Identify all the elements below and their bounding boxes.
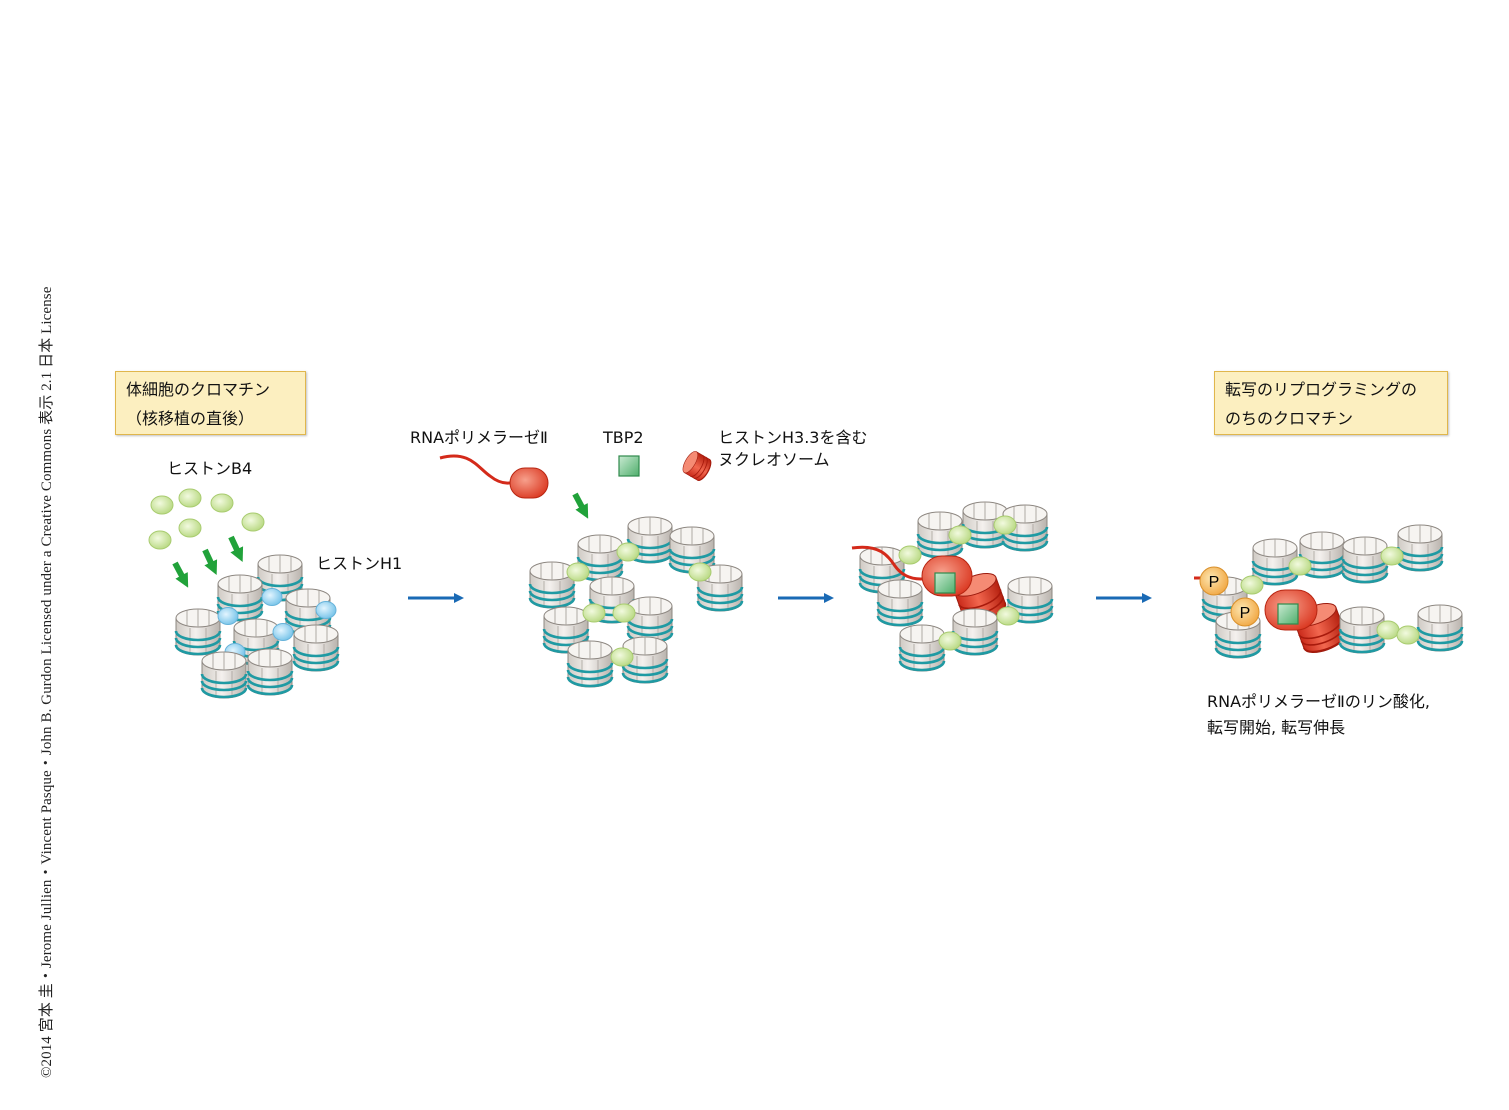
h33-label: ヒストンH3.3を含む ヌクレオソーム (718, 427, 867, 471)
stage2-open-chromatin (528, 515, 744, 689)
phospho-marker-2: P (1230, 597, 1260, 627)
histone-h1-label: ヒストンH1 (316, 554, 403, 573)
stage2-insert-arrow (572, 492, 589, 519)
tbp2-label: TBP2 (603, 428, 644, 447)
end-state-line1: 転写のリプログラミングの (1225, 380, 1418, 399)
result-label: RNAポリメラーゼⅡのリン酸化, 転写開始, 転写伸長 (1207, 689, 1430, 741)
end-state-line2: のちのクロマチン (1225, 409, 1354, 428)
stage1-histone-b4-cloud (148, 488, 265, 550)
phospho-label-1: P (1209, 574, 1220, 591)
rna-pol-label: RNAポリメラーゼⅡ (410, 428, 548, 447)
h33-label-line1: ヒストンH3.3を含む (718, 428, 868, 447)
start-state-box: 体細胞のクロマチン （核移植の直後） (115, 371, 306, 435)
end-state-box: 転写のリプログラミングの のちのクロマチン (1214, 371, 1448, 435)
h33-label-line2: ヌクレオソーム (718, 450, 830, 469)
result-label-line2: 転写開始, 転写伸長 (1207, 718, 1346, 737)
stage4-reprogrammed-chromatin (1194, 523, 1464, 660)
rna-pol-icon (439, 454, 549, 499)
start-state-line2: （核移植の直後） (126, 409, 255, 428)
result-label-line1: RNAポリメラーゼⅡのリン酸化, (1207, 692, 1430, 711)
stage3-remodelled-chromatin (851, 500, 1054, 673)
stage1-insert-arrows (172, 535, 244, 588)
phospho-label-2: P (1240, 605, 1251, 622)
h33-nucleosome-icon (679, 448, 715, 484)
start-state-line1: 体細胞のクロマチン (126, 380, 271, 399)
histone-b4-label: ヒストンB4 (167, 459, 253, 478)
stage1-compact-chromatin (174, 553, 340, 700)
phospho-marker-1: P (1199, 566, 1229, 596)
tbp2-icon (618, 455, 640, 477)
